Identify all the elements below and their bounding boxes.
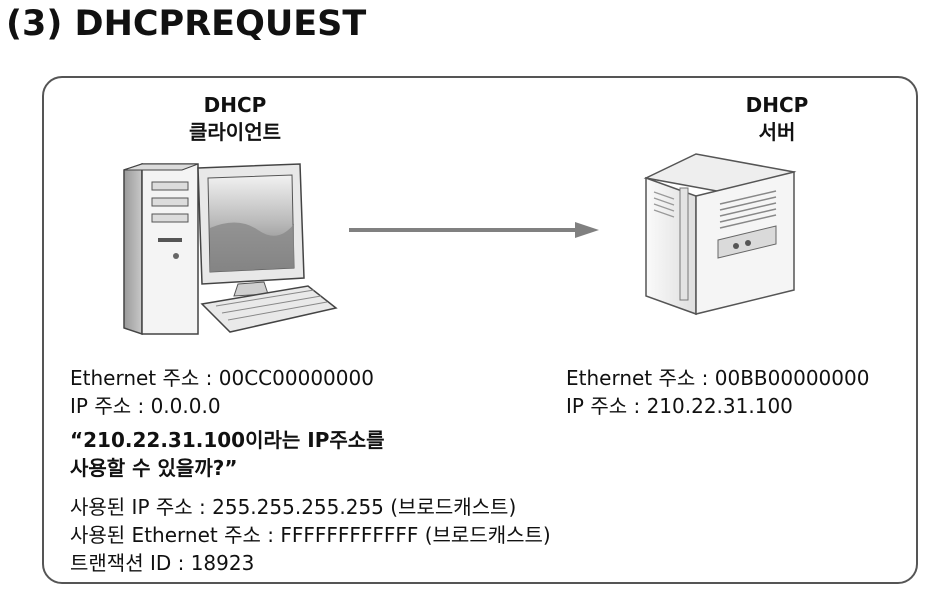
server-tower-icon [643, 153, 797, 316]
client-ip-address: IP 주소 : 0.0.0.0 [70, 394, 221, 418]
server-label-line2: 서버 [758, 120, 796, 144]
client-ethernet-address: Ethernet 주소 : 00CC00000000 [70, 366, 374, 390]
client-label: DHCP 클라이언트 [150, 92, 320, 146]
server-ip-address: IP 주소 : 210.22.31.100 [566, 394, 793, 418]
client-question-line2: 사용할 수 있을까?” [70, 456, 238, 480]
packet-dest-ip: 사용된 IP 주소 : 255.255.255.255 (브로드캐스트) [70, 495, 517, 519]
client-label-line1: DHCP [203, 93, 267, 117]
packet-dest-ethernet: 사용된 Ethernet 주소 : FFFFFFFFFFFF (브로드캐스트) [70, 523, 551, 547]
client-label-line2: 클라이언트 [189, 120, 281, 144]
desktop-computer-icon [123, 162, 338, 336]
page-title: (3) DHCPREQUEST [6, 4, 367, 44]
request-arrow [349, 222, 599, 238]
server-ethernet-address: Ethernet 주소 : 00BB00000000 [566, 366, 870, 390]
client-question-line1: “210.22.31.100이라는 IP주소를 [70, 428, 385, 452]
server-label-line1: DHCP [745, 93, 809, 117]
packet-transaction-id: 트랜잭션 ID : 18923 [70, 551, 255, 575]
server-label: DHCP 서버 [712, 92, 842, 146]
